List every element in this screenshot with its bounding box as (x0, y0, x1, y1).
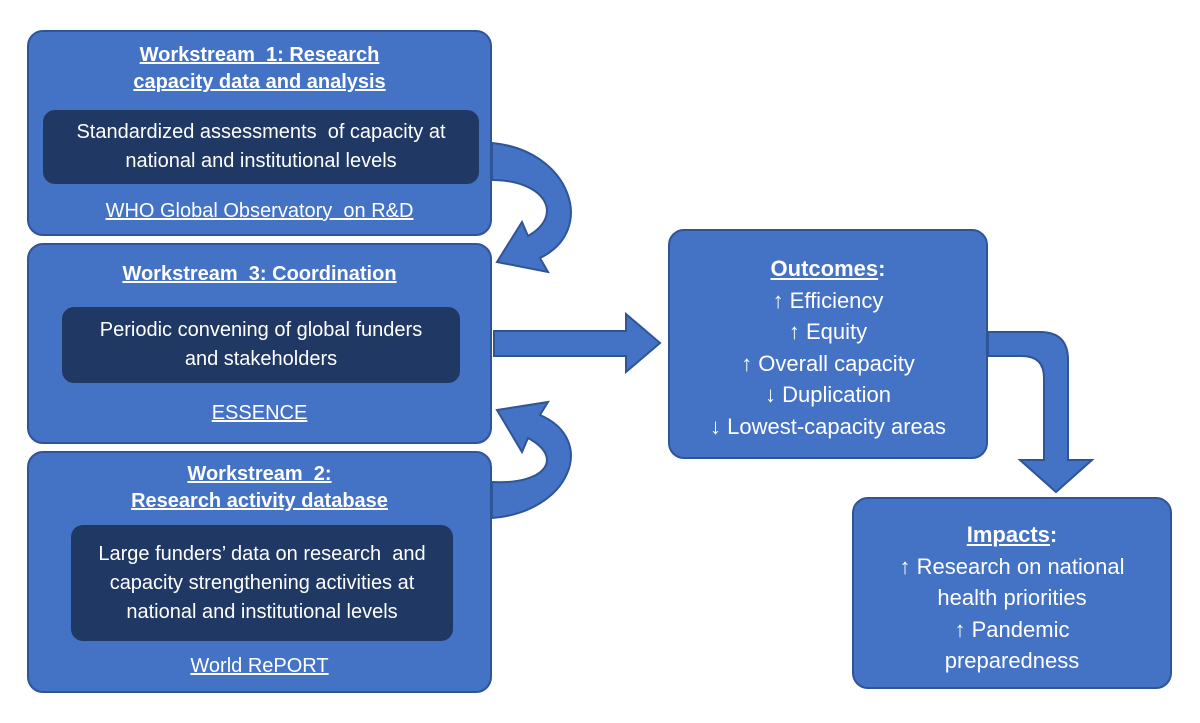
curved-arrow-ws1-to-ws3 (491, 141, 572, 274)
outcome-item-equity: ↑ Equity (788, 319, 868, 344)
workstream2-description: Large funders’ data on research and capa… (71, 525, 453, 641)
workstream1-box: Workstream 1: Research capacity data and… (27, 30, 492, 236)
outcomes-heading: Outcomes (770, 256, 879, 281)
impacts-heading: Impacts (966, 522, 1050, 547)
workstream2-body-line2: capacity strengthening activities at (109, 571, 415, 594)
impact-line-health-priorities: health priorities (937, 585, 1087, 610)
workstream3-description: Periodic convening of global funders and… (62, 307, 460, 383)
bent-arrow-outcomes-to-impacts (987, 331, 1095, 494)
workstream1-title-line2: capacity data and analysis (133, 71, 386, 93)
outcomes-heading-colon: : (878, 256, 886, 281)
workstream2-title: Workstream 2: Research activity database (29, 461, 490, 515)
workstream1-title: Workstream 1: Research capacity data and… (29, 42, 490, 96)
outcome-item-efficiency: ↑ Efficiency (772, 287, 884, 313)
impacts-box: Impacts: ↑ Research on national health p… (852, 497, 1172, 689)
workstream2-title-line2: Research activity database (131, 490, 388, 512)
outcome-item-lowest-capacity-areas: ↓ Lowest-capacity areas (710, 413, 946, 439)
outcome-item-duplication: ↓ Duplication (765, 382, 891, 407)
workstream3-body-line1: Periodic convening of global funders (99, 319, 423, 341)
impact-line-research: ↑ Research on national (899, 553, 1125, 579)
outcomes-box: Outcomes: ↑ Efficiency ↑ Equity ↑ Overal… (668, 229, 988, 459)
workstream2-title-line1: Workstream 2: (187, 463, 332, 485)
outcomes-list: Outcomes: ↑ Efficiency ↑ Equity ↑ Overal… (670, 253, 986, 442)
curved-arrow-ws2-to-ws3 (491, 400, 572, 520)
workstream2-body-line3: national and institutional levels (126, 600, 398, 623)
impact-line-pandemic: ↑ Pandemic (954, 616, 1070, 642)
workstream2-box: Workstream 2: Research activity database… (27, 451, 492, 693)
workstream3-body-line2: and stakeholders (184, 348, 338, 370)
workstream2-body-line1: Large funders’ data on research and (98, 542, 426, 565)
workstream1-title-line1: Workstream 1: Research (139, 44, 380, 66)
workstream1-source-link[interactable]: WHO Global Observatory on R&D (105, 200, 414, 222)
impacts-heading-colon: : (1049, 522, 1058, 547)
impact-line-preparedness: preparedness (944, 648, 1080, 673)
workstream3-source-link[interactable]: ESSENCE (211, 402, 308, 424)
outcome-item-overall-capacity: ↑ Overall capacity (741, 350, 915, 376)
impacts-list: Impacts: ↑ Research on national health p… (854, 519, 1170, 677)
workstream3-box: Workstream 3: Coordination Periodic conv… (27, 243, 492, 444)
workstream1-body-line1: Standardized assessments of capacity at (76, 121, 446, 143)
workstream3-title: Workstream 3: Coordination (122, 263, 397, 285)
workstream2-source-link[interactable]: World RePORT (190, 655, 329, 677)
straight-arrow-ws3-to-outcomes (493, 311, 662, 375)
workstream1-body-line2: national and institutional levels (125, 150, 397, 172)
workstream1-description: Standardized assessments of capacity at … (43, 110, 479, 184)
